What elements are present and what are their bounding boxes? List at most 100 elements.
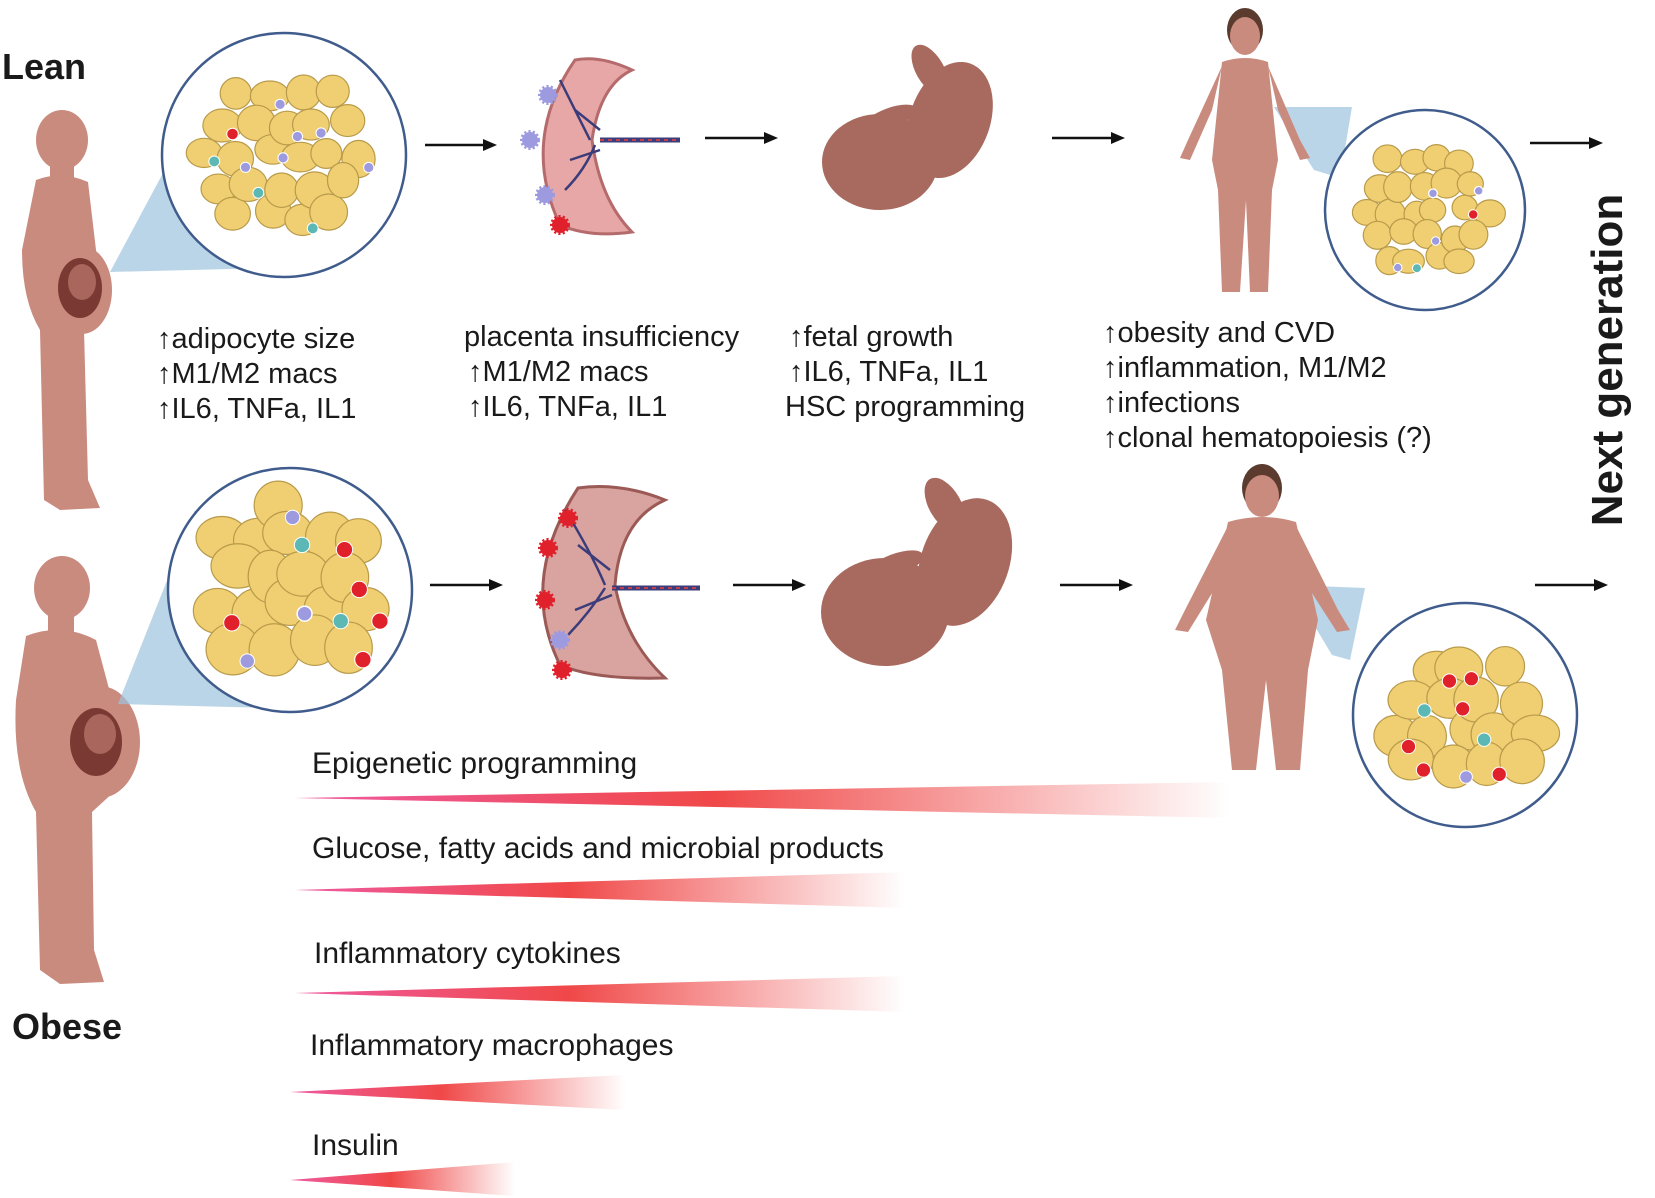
macrophage-m2 — [1428, 188, 1438, 199]
macrophage-m1 — [226, 127, 239, 141]
immune-cell — [252, 186, 265, 199]
macrophage-m2 — [284, 509, 301, 526]
effect-item: ↑infections — [1103, 387, 1241, 419]
immune-cell — [1476, 732, 1492, 747]
arrow-head — [764, 132, 778, 144]
gradient-bar-glucose — [295, 872, 905, 908]
gradient-bar-insulin — [290, 1162, 515, 1196]
next-generation-label: Next generation — [1583, 193, 1632, 527]
immune-cell — [208, 155, 221, 168]
gradient-bar-macrophages — [290, 1075, 625, 1110]
adipocyte — [264, 172, 300, 209]
placenta-macrophage — [535, 185, 555, 205]
macrophage-m2 — [1393, 262, 1403, 273]
macrophage-m1 — [1415, 762, 1432, 778]
obese-mother-figure — [15, 556, 140, 984]
gradient-bar-epigenetic — [295, 782, 1230, 818]
effect-item: ↑obesity and CVD — [1103, 317, 1336, 349]
lean-placenta — [541, 57, 680, 236]
obese-fetus-in-womb — [70, 708, 122, 776]
effect-item: ↑clonal hematopoiesis (?) — [1103, 422, 1432, 454]
adipocyte — [1499, 738, 1545, 785]
macrophage-m2 — [1459, 770, 1473, 784]
placenta-macrophage — [550, 630, 570, 650]
macrophage-m1 — [354, 651, 372, 669]
gradient-label-cytokines: Inflammatory cytokines — [314, 937, 621, 970]
effect-item: HSC programming — [785, 391, 1026, 423]
adipocyte — [1383, 171, 1413, 204]
arrow-head — [1589, 137, 1603, 149]
adipocyte — [1443, 248, 1475, 275]
adipocyte — [1484, 645, 1526, 687]
macrophage-m1 — [1441, 673, 1458, 689]
fetus-effects: ↑fetal growth ↑IL6, TNFa, IL1 HSC progra… — [785, 320, 1025, 425]
effect-item: ↑inflammation, M1/M2 — [1103, 352, 1387, 384]
effect-item: ↑adipocyte size — [157, 323, 356, 355]
arrow-head — [489, 579, 503, 591]
arrow-head — [1111, 132, 1125, 144]
adipose-effects: ↑adipocyte size ↑M1/M2 macs ↑IL6, TNFa, … — [157, 322, 356, 427]
row-label-obese: Obese — [12, 1006, 123, 1047]
immune-cell — [306, 222, 319, 235]
macrophage-m1 — [223, 614, 241, 632]
adipocyte — [326, 161, 360, 199]
obese-offspring-figure — [1175, 464, 1350, 770]
macrophage-m1 — [335, 540, 354, 559]
macrophage-m2 — [315, 127, 327, 139]
macrophage-m2 — [239, 653, 255, 669]
lean-fetus-in-womb — [58, 258, 102, 318]
macrophage-m2 — [1430, 236, 1441, 246]
placenta-macrophage — [535, 590, 555, 610]
macrophage-m2 — [291, 130, 304, 143]
offspring-effects: ↑obesity and CVD ↑inflammation, M1/M2 ↑i… — [1103, 316, 1432, 456]
adipocyte — [309, 193, 349, 231]
macrophage-m1 — [1467, 209, 1479, 220]
adipocyte — [219, 77, 253, 110]
lean-offspring-figure — [1180, 8, 1310, 292]
macrophage-m1 — [1455, 701, 1471, 717]
gradient-label-epigenetic: Epigenetic programming — [312, 747, 638, 780]
macrophage-m1 — [1400, 738, 1417, 755]
macrophage-m1 — [371, 612, 389, 630]
lean-offspring-adipose-tissue — [1323, 108, 1527, 312]
effect-item: ↑fetal growth — [789, 321, 954, 353]
macrophage-m1 — [350, 580, 368, 599]
immune-cell — [1411, 263, 1422, 274]
gradient-label-glucose: Glucose, fatty acids and microbial produ… — [312, 832, 884, 865]
adipocyte — [1458, 219, 1489, 250]
arrow-head — [483, 139, 497, 151]
effect-item: ↑M1/M2 macs — [468, 356, 649, 388]
adipocyte — [329, 103, 366, 138]
adipocyte — [315, 74, 350, 109]
macrophage-m1 — [1491, 766, 1507, 782]
adipocyte — [285, 74, 322, 111]
arrow-head — [792, 579, 806, 591]
placenta-macrophage — [538, 538, 558, 558]
macrophage-m2 — [274, 98, 286, 110]
lean-offspring-zoom-cone — [1274, 107, 1352, 178]
immune-cell — [332, 612, 349, 630]
gradient-label-macrophages: Inflammatory macrophages — [310, 1029, 674, 1062]
macrophage-m2 — [239, 161, 252, 173]
immune-cell — [293, 536, 311, 554]
gradient-label-insulin: Insulin — [312, 1129, 399, 1162]
arrow-head — [1594, 579, 1608, 591]
placenta-macrophage — [552, 660, 572, 680]
macrophage-m1 — [1463, 671, 1480, 687]
obese-placenta — [541, 485, 700, 680]
obese-offspring-adipose-tissue — [1351, 601, 1579, 829]
obese-adipose-tissue — [166, 466, 414, 714]
placenta-macrophage — [520, 130, 540, 150]
macrophage-m2 — [296, 606, 313, 622]
effect-item: placenta insufficiency — [464, 321, 740, 353]
placenta-effects: placenta insufficiency ↑M1/M2 macs ↑IL6,… — [464, 320, 739, 425]
effect-item: ↑IL6, TNFa, IL1 — [157, 393, 357, 425]
placenta-macrophage — [538, 85, 558, 105]
effect-item: ↑IL6, TNFa, IL1 — [789, 356, 989, 388]
adipocyte — [310, 138, 343, 169]
lean-adipose-tissue — [160, 31, 408, 279]
adipocyte — [1418, 197, 1447, 223]
adipocyte — [1372, 144, 1403, 174]
immune-cell — [1417, 703, 1432, 718]
